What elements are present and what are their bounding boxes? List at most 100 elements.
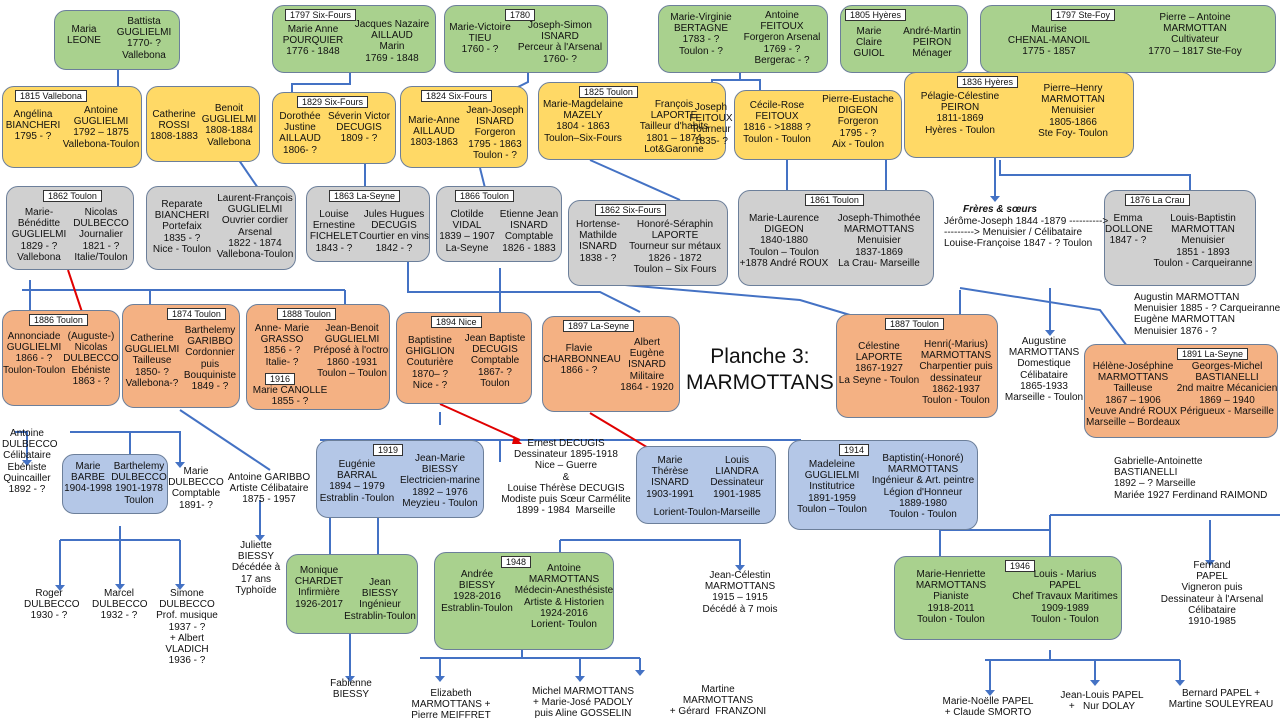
person-fabienne-biessy: Fabienne BIESSY	[330, 678, 372, 701]
spouse-right: Barthelemy DULBECCO 1901-1978 Toulon	[111, 461, 167, 506]
person-antoine-dulbecco: Antoine DULBECCO Célibataire Ebéniste Qu…	[2, 428, 58, 496]
spouse-left: Baptistine GHIGLION Couturière 1870– ? N…	[405, 335, 455, 391]
spouse-left: Marie-Virginie BERTAGNE 1783 - ? Toulon …	[670, 12, 732, 57]
marriage-tag: 1948	[501, 556, 532, 568]
marriage-tag: 1888 Toulon	[277, 308, 336, 320]
spouse-left: Marie-Henriette MARMOTTANS Pianiste 1918…	[915, 569, 987, 625]
spouse-left: Catherine ROSSI 1808-1883	[150, 109, 198, 143]
spouse-right: Séverin Victor DECUGIS 1809 - ?	[327, 111, 391, 145]
couple-ghiglion-decugis: 1894 Nice Baptistine GHIGLION Couturière…	[396, 312, 532, 404]
spouse-right: Etienne Jean ISNARD Comptable 1826 - 188…	[499, 209, 559, 254]
marriage-tag: 1866 Toulon	[455, 190, 514, 202]
page-title: Planche 3: MARMOTTANS	[686, 345, 834, 394]
spouse-left: Marie- Bénéditte GUGLIELMI 1829 - ? Vall…	[11, 207, 67, 263]
spouse-right: Benoit GUGLIELMI 1808-1884 Vallebona	[201, 103, 257, 148]
couple-digeon-marmottans: 1861 Toulon Marie-Laurence DIGEON 1840-1…	[738, 190, 934, 286]
couple-rossi-guglielmi: Catherine ROSSI 1808-1883 Benoit GUGLIEL…	[146, 86, 260, 162]
couple-leone-guglielmi: Maria LEONE Battista GUGLIELMI 1770- ? V…	[54, 10, 180, 70]
spouse-right: Louis - Marius PAPEL Chef Travaux Mariti…	[1012, 569, 1118, 625]
spouse-right: André-Martin PEIRON Ménager	[903, 26, 961, 60]
couple-fichelet-decugis: 1863 La-Seyne Louise Ernestine FICHELET …	[306, 186, 430, 262]
marriage-tag: 1829 Six-Fours	[297, 96, 369, 108]
spouse-right: Baptistin(-Honoré) MARMOTTANS Ingénieur …	[871, 453, 975, 521]
person-martine: Martine MARMOTTANS + Gérard FRANZONI	[669, 684, 767, 718]
spouse-left: Marie-Victoire TIEU 1760 - ?	[449, 22, 511, 56]
marriage-tag: 1824 Six-Fours	[421, 90, 493, 102]
spouse-left: Louise Ernestine FICHELET 1843 - ?	[309, 209, 359, 254]
spouse-left: Flavie CHARBONNEAU 1866 - ?	[543, 343, 621, 377]
couple-isnard-liandra: Marie Thérèse ISNARD 1903-1991 Louis LIA…	[636, 446, 776, 524]
couple-bianchery-guglielmi-2: Reparate BIANCHERI Portefaix 1835 - ? Ni…	[146, 186, 296, 270]
spouse-right: Georges-Michel BASTIANELLI 2nd maitre Mé…	[1176, 361, 1278, 417]
spouse-right: Jean BIESSY Ingénieur Estrablin-Toulon	[344, 577, 416, 622]
marriage-tag: 1797 Six-Fours	[285, 9, 357, 21]
spouse-left-second: Marie CANOLLE 1855 - ?	[252, 385, 328, 408]
person-marie-noelle: Marie-Noëlle PAPEL + Claude SMORTO	[942, 696, 1034, 719]
marriage-tag: 1825 Toulon	[579, 86, 638, 98]
spouse-left: Anne- Marie GRASSO 1856 - ? Italie- ?	[254, 323, 310, 368]
couple-guglielmi-dulbecco: 1862 Toulon Marie- Bénéditte GUGLIELMI 1…	[6, 186, 134, 270]
spouse-right: Battista GUGLIELMI 1770- ? Vallebona	[116, 16, 172, 61]
marriage-tag: 1797 Ste-Foy	[1051, 9, 1116, 21]
marriage-tag: 1805 Hyères	[845, 9, 907, 21]
spouse-right: Jean-Benoit GUGLIELMI Préposé à l'octroi…	[313, 323, 390, 379]
person-michel: Michel MARMOTTANS + Marie-José PADOLY pu…	[531, 686, 635, 720]
spouse-right: Louis-Baptistin MARMOTTAN Menuisier 1851…	[1153, 213, 1253, 269]
person-roger-dulbecco: Roger DULBECCO 1930 - ?	[24, 588, 80, 622]
person-augustin-eugene: Augustin MARMOTTAN Menuisier 1885 - ? Ca…	[1134, 292, 1280, 337]
spouse-right: Jean Baptiste DECUGIS Comptable 1867- ? …	[464, 333, 526, 389]
person-antoine-garibbo: Antoine GARIBBO Artiste Célibataire 1875…	[227, 472, 311, 506]
couple-marmottans-bastianelli: 1891 La-Seyne Hélène-Joséphine MARMOTTAN…	[1084, 344, 1278, 438]
spouse-left: Maurise CHENAL-MANOIL 1775 - 1857	[1007, 24, 1091, 58]
couple-chardet-biessy: Monique CHARDET Infirmière 1926-2017 Jea…	[286, 554, 418, 634]
spouse-left: Madeleine GUGLIELMI Institutrice 1891-19…	[797, 459, 867, 515]
couple-aillaud-isnard: 1824 Six-Fours Marie-Anne AILLAUD 1803-1…	[400, 86, 528, 168]
spouse-right: Barthelemy GARIBBO Cordonnier puis Bouqu…	[183, 325, 237, 393]
couple-feitoux-digeon: Cécile-Rose FEITOUX 1816 - >1888 ? Toulo…	[734, 90, 902, 160]
person-juliette-biessy: Juliette BIESSY Décédée à 17 ans Typhoïd…	[231, 540, 281, 596]
spouse-right: Louis LIANDRA Dessinateur 1901-1985	[710, 455, 764, 500]
person-joseph-feitoux: Joseph FEITOUX Tourneur 1835- ?	[689, 102, 733, 147]
person-jean-celestin: Jean-Célestin MARMOTTANS 1915 – 1915 Déc…	[702, 570, 778, 615]
person-bernard: Bernard PAPEL + Martine SOULEYREAU	[1168, 688, 1274, 711]
couple-places: Lorient-Toulon-Marseille	[653, 507, 761, 518]
spouse-left: Angélina BIANCHERI 1795 - ?	[5, 109, 61, 143]
spouse-right: François LAPORTE Tailleur d'habits 1801 …	[639, 99, 709, 155]
couple-aillaud-decugis: 1829 Six-Fours Dorothée Justine AILLAUD …	[272, 92, 396, 164]
couple-barbe-dulbecco: Marie BARBE 1904-1998 Barthelemy DULBECC…	[62, 454, 168, 514]
spouse-left: Dorothée Justine AILLAUD 1806- ?	[279, 111, 321, 156]
spouse-right: Honoré-Séraphin LAPORTE Tourneur sur mét…	[629, 219, 721, 275]
person-marcel-dulbecco: Marcel DULBECCO 1932 - ?	[92, 588, 148, 622]
marriage-tag: 1862 Toulon	[43, 190, 102, 202]
spouse-right: Pierre–Henry MARMOTTAN Menuisier 1805-18…	[1038, 83, 1108, 139]
person-marie-dulbecco: Marie DULBECCO Comptable 1891- ?	[168, 466, 224, 511]
spouse-left: Reparate BIANCHERI Portefaix 1835 - ? Ni…	[152, 199, 212, 255]
marriage-tag: 1891 La-Seyne	[1177, 348, 1249, 360]
spouse-left: Clotilde VIDAL 1839 – 1907 La-Seyne	[439, 209, 495, 254]
couple-guglielmi-dulbecco-1886: 1886 Toulon Annonciade GUGLIELMI 1866 - …	[2, 310, 120, 406]
spouse-left: Marie-Laurence DIGEON 1840-1880 Toulon –…	[739, 213, 829, 269]
spouse-right: Pierre-Eustache DIGEON Forgeron 1795 - ?…	[822, 94, 894, 150]
spouse-right: (Auguste-) Nicolas DULBECCO Ebéniste 186…	[63, 331, 119, 387]
person-simone-dulbecco: Simone DULBECCO Prof. musique 1937 - ? +…	[156, 588, 218, 667]
person-jean-louis: Jean-Louis PAPEL + Nur DOLAY	[1060, 690, 1144, 713]
couple-bianchery-guglielmi: 1815 Vallebona Angélina BIANCHERI 1795 -…	[2, 86, 142, 168]
spouse-left: Marie Thérèse ISNARD 1903-1991	[646, 455, 694, 500]
spouse-left: Pélagie-Célestine PEIRON 1811-1869 Hyère…	[920, 91, 1000, 136]
marriage-tag: 1863 La-Seyne	[329, 190, 401, 202]
couple-guiol-peiron: 1805 Hyères Marie Claire GUIOL André-Mar…	[840, 5, 968, 73]
couple-pourquier-aillaud: 1797 Six-Fours Marie Anne POURQUIER 1776…	[272, 5, 436, 73]
remarriage-tag: 1916	[265, 373, 296, 385]
couple-guglielmi-garibbo: 1874 Toulon Catherine GUGLIELMI Tailleus…	[122, 304, 240, 408]
spouse-right: Joseph-Thimothée MARMOTTANS Menuisier 18…	[837, 213, 921, 269]
marriage-tag: 1886 Toulon	[29, 314, 88, 326]
marriage-tag: 1914	[839, 444, 870, 456]
spouse-right: Joseph-Simon ISNARD Perceur à l'Arsenal …	[517, 20, 603, 65]
spouse-left: Hortense- Mathilde ISNARD 1838 - ?	[576, 219, 620, 264]
spouse-left: Annonciade GUGLIELMI 1866 - ? Toulon-Tou…	[3, 331, 66, 376]
marriage-tag: 1874 Toulon	[167, 308, 226, 320]
spouse-right: Nicolas DULBECCO Journalier 1821 - ? Ita…	[73, 207, 129, 263]
person-ernest-louise-decugis: Ernest DECUGIS Dessinateur 1895-1918 Nic…	[501, 438, 631, 517]
spouse-right: Laurent-François GUGLIELMI Ouvrier cordi…	[216, 193, 294, 261]
spouse-right: Jules Hugues DECUGIS Courtier en vins 18…	[358, 209, 430, 254]
